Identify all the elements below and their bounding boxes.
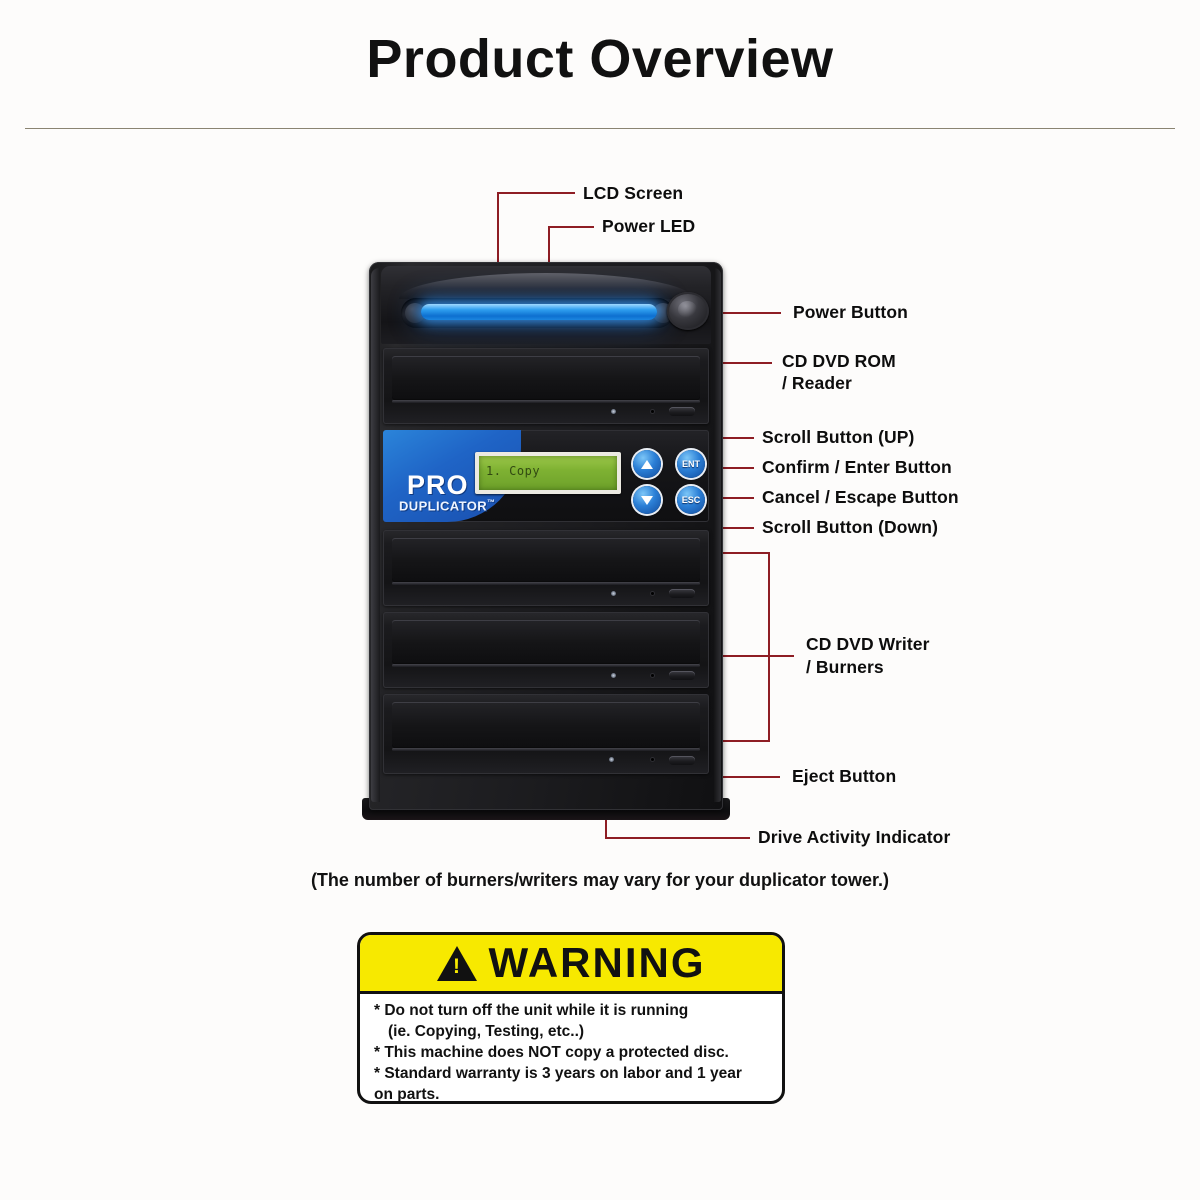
drive-tray[interactable] [392, 356, 700, 400]
leader-cd-dvd-rom [700, 362, 772, 364]
lcd-screen-text: 1. Copy [486, 464, 541, 478]
scroll-down-button[interactable] [633, 486, 661, 514]
emergency-eject-hole [651, 410, 654, 413]
bezel-arc [399, 273, 693, 299]
leader-power-button [695, 312, 781, 314]
callout-label-confirm-enter: Confirm / Enter Button [762, 457, 952, 477]
warning-sign: WARNING * Do not turn off the unit while… [357, 932, 785, 1104]
drive-activity-led [611, 409, 616, 414]
leader-writer-bracket [768, 552, 770, 742]
drive-tray[interactable] [392, 620, 700, 664]
power-button[interactable] [667, 292, 709, 330]
drive-tray[interactable] [392, 538, 700, 582]
callout-label-cancel-escape: Cancel / Escape Button [762, 487, 959, 507]
cd-dvd-rom-reader-drive[interactable] [383, 348, 709, 424]
warning-line: (ie. Copying, Testing, etc..) [388, 1023, 585, 1040]
emergency-eject-hole [651, 592, 654, 595]
leader-writer-top [692, 552, 770, 554]
chevron-up-icon [641, 459, 653, 469]
trademark-icon: ™ [487, 498, 496, 507]
eject-button[interactable] [669, 589, 695, 598]
top-bezel [381, 266, 711, 344]
drive-tray-lip [392, 748, 700, 751]
warning-triangle-icon [436, 945, 477, 981]
led-endcap-left [405, 303, 425, 323]
emergency-eject-hole [651, 758, 654, 761]
brand-secondary-text: DUPLICATOR [399, 498, 488, 514]
cd-dvd-writer-drive-3[interactable] [383, 694, 709, 774]
footnote: (The number of burners/writers may vary … [310, 870, 890, 890]
callout-label-scroll-down: Scroll Button (Down) [762, 517, 939, 537]
leader-lcd-screen-horizontal [497, 192, 575, 194]
drive-activity-led [611, 591, 616, 596]
callout-label-lcd-screen: LCD Screen [583, 183, 684, 203]
scroll-up-button[interactable] [633, 450, 661, 478]
lcd-screen: 1. Copy [479, 456, 617, 490]
cd-dvd-writer-drive-1[interactable] [383, 530, 709, 606]
warning-header: WARNING [360, 935, 782, 994]
callout-label-cd-dvd-rom: CD DVD ROM [782, 351, 896, 371]
drive-activity-led [611, 673, 616, 678]
warning-line: * Standard warranty is 3 years on labor … [374, 1065, 742, 1082]
leader-power-led-horizontal [548, 226, 594, 228]
brand-name-secondary: DUPLICATOR™ [399, 498, 495, 513]
emergency-eject-hole [651, 674, 654, 677]
eject-button[interactable] [669, 756, 695, 765]
drive-tray-lip [392, 400, 700, 403]
drive-tray[interactable] [392, 702, 700, 748]
callout-label-cd-dvd-writer: CD DVD Writer [806, 634, 930, 654]
callout-label-cd-dvd-rom-line2: / Reader [782, 373, 852, 393]
warning-line: * Do not turn off the unit while it is r… [374, 1002, 689, 1019]
warning-body: * Do not turn off the unit while it is r… [360, 991, 782, 1103]
drive-tray-lip [392, 582, 700, 585]
chevron-down-icon [641, 495, 653, 505]
cancel-escape-button[interactable]: ESC [677, 486, 705, 514]
header-divider [25, 128, 1175, 129]
drive-activity-indicator [609, 757, 614, 762]
drive-tray-lip [392, 664, 700, 667]
callout-label-scroll-up: Scroll Button (UP) [762, 427, 915, 447]
page-title: Product Overview [366, 29, 834, 89]
warning-line: on parts. [374, 1086, 440, 1103]
callout-label-eject-button: Eject Button [792, 766, 897, 786]
brand-name-primary: PRO [407, 470, 469, 500]
leader-writer-bottom [692, 740, 770, 742]
leader-eject-button [676, 776, 780, 778]
warning-heading: WARNING [488, 939, 706, 986]
callout-label-power-button: Power Button [793, 302, 908, 322]
callout-label-power-led: Power LED [602, 216, 696, 236]
eject-button[interactable] [669, 407, 695, 416]
leader-writer-middle [692, 655, 794, 657]
power-led [421, 304, 657, 320]
cd-dvd-writer-drive-2[interactable] [383, 612, 709, 688]
control-panel: PRO DUPLICATOR™ 1. Copy ENT ESC [383, 430, 709, 522]
tower-right-edge [714, 268, 721, 802]
callout-label-drive-activity: Drive Activity Indicator [758, 827, 951, 847]
confirm-enter-button[interactable]: ENT [677, 450, 705, 478]
eject-button[interactable] [669, 671, 695, 680]
duplicator-tower-illustration: PRO DUPLICATOR™ 1. Copy ENT ESC [362, 262, 730, 820]
leader-drive-activity-horizontal [605, 837, 750, 839]
lcd-screen-frame: 1. Copy [475, 452, 621, 494]
warning-line: * This machine does NOT copy a protected… [374, 1044, 729, 1061]
tower-left-edge [371, 268, 380, 802]
callout-label-cd-dvd-writer-line2: / Burners [806, 657, 884, 677]
